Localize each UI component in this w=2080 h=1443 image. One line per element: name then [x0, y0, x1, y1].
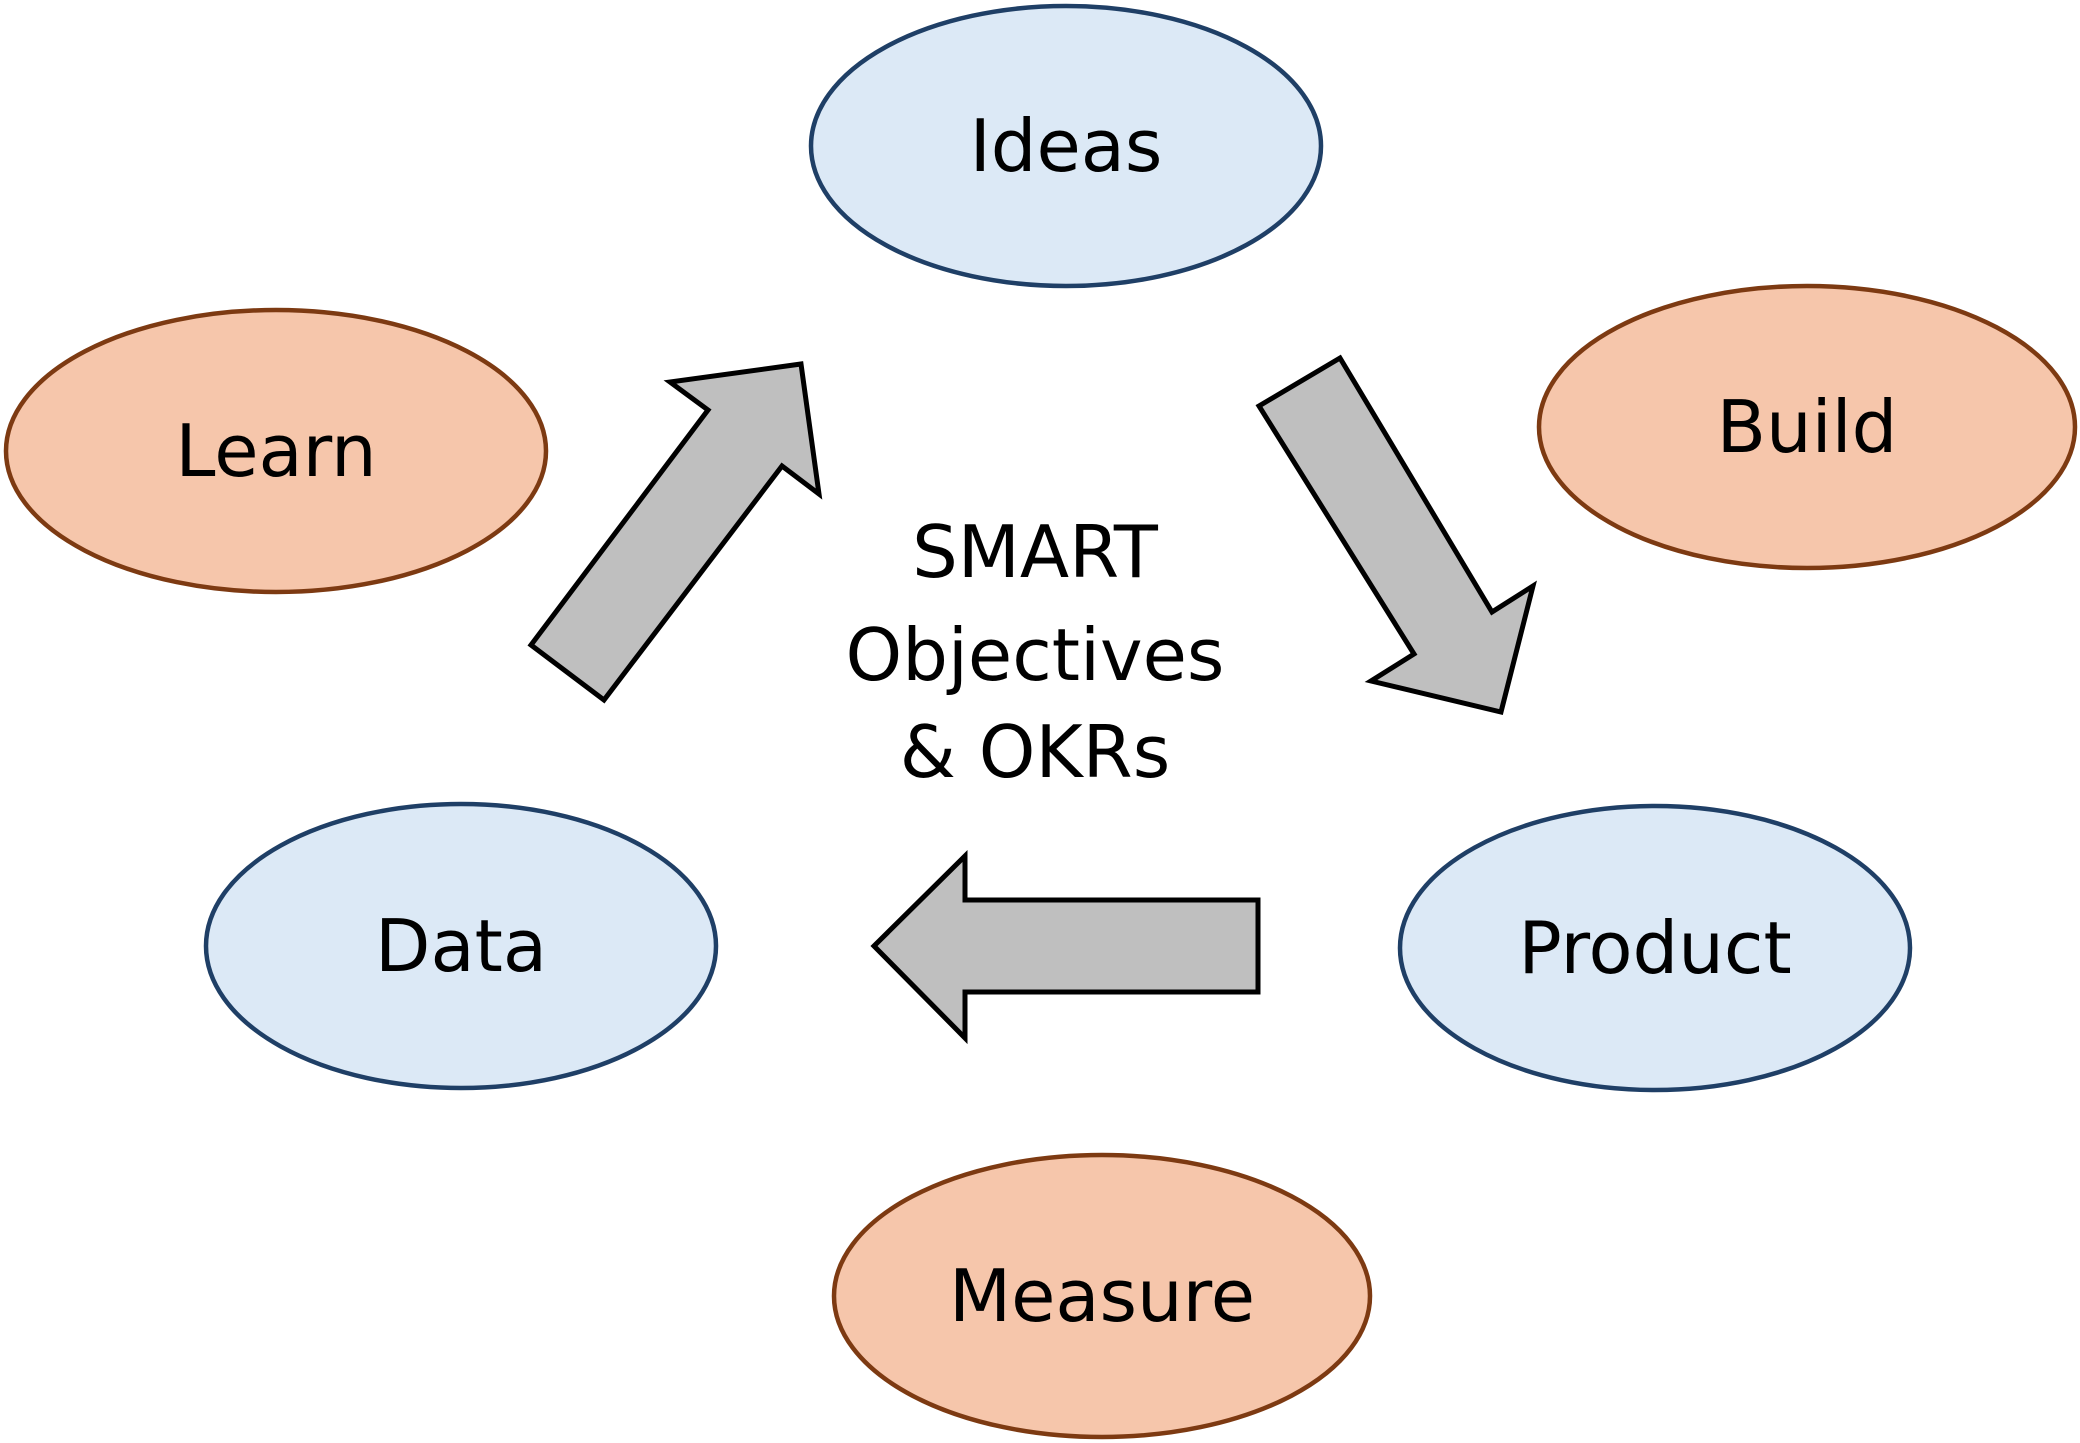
node-data: Data	[203, 801, 719, 1091]
node-product-label: Product	[1518, 906, 1791, 990]
node-learn-label: Learn	[175, 409, 376, 493]
center-title-line-2: Objectives	[846, 613, 1225, 697]
node-learn: Learn	[3, 307, 549, 595]
node-measure: Measure	[831, 1152, 1373, 1440]
node-build-label: Build	[1717, 385, 1898, 469]
node-data-shape	[203, 801, 719, 1091]
node-product: Product	[1397, 803, 1913, 1093]
node-measure-label: Measure	[949, 1254, 1255, 1338]
node-ideas-shape	[808, 3, 1324, 289]
arrow-learn-to-ideas	[527, 361, 823, 704]
center-title: SMART Objectives & OKRs	[846, 510, 1225, 794]
node-data-label: Data	[375, 904, 547, 988]
node-measure-shape	[831, 1152, 1373, 1440]
node-product-shape	[1397, 803, 1913, 1093]
node-learn-shape	[3, 307, 549, 595]
node-build: Build	[1536, 283, 2078, 571]
node-build-shape	[1536, 283, 2078, 571]
arrow-ideas-to-build	[1255, 354, 1537, 716]
node-ideas: Ideas	[808, 3, 1324, 289]
center-title-line-1: SMART	[912, 510, 1159, 594]
center-title-line-3: & OKRs	[900, 710, 1170, 794]
arrow-product-to-data	[870, 850, 1261, 1045]
node-ideas-label: Ideas	[970, 104, 1163, 188]
